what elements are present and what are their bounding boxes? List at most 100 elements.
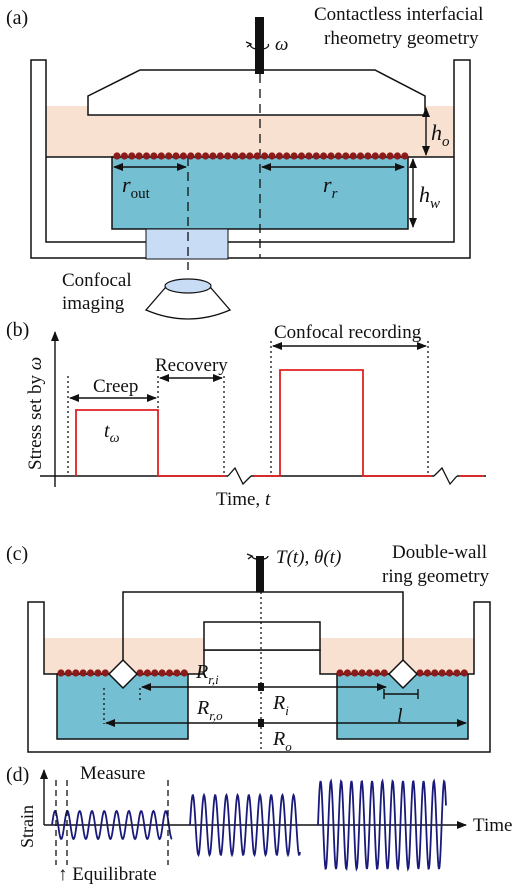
interface-particle: [57, 669, 65, 677]
panel-b-xlabel: Time, t: [216, 489, 271, 510]
R-o-label: Ro: [272, 728, 292, 754]
interface-particle: [297, 152, 306, 160]
rotation-arrow-icon: [249, 43, 270, 50]
interface-particle: [216, 152, 224, 160]
l-label: l: [397, 705, 403, 727]
interface-particle: [460, 669, 468, 677]
interface-particle: [327, 152, 335, 160]
r-out-label: rout: [122, 172, 151, 202]
interface-particle: [79, 669, 87, 677]
interface-particle: [356, 152, 365, 160]
interface-particle: [336, 669, 344, 677]
interface-particle: [275, 152, 283, 160]
interface-particle: [334, 152, 342, 160]
interface-particle: [179, 152, 187, 160]
panel-d: (d) Strain Time Measure ↑ Equilibrate: [6, 763, 512, 885]
interface-particle: [305, 152, 313, 160]
interface-particle: [165, 669, 174, 677]
interface-particle: [172, 152, 180, 160]
interface-particle: [64, 669, 72, 677]
interface-particle: [393, 152, 401, 160]
interface-particle: [165, 152, 173, 160]
contactless-geometry: [87, 69, 426, 116]
panel-a-title-line2: rheometry geometry: [324, 28, 479, 49]
torque-label: T(t), θ(t): [276, 547, 341, 568]
interface-particle: [142, 152, 151, 160]
interface-particle: [151, 669, 159, 677]
measure-label: Measure: [80, 763, 145, 784]
interface-particle: [268, 152, 276, 160]
r-r-label: rr: [323, 172, 338, 202]
interface-particle: [342, 152, 350, 160]
interface-particle: [94, 669, 102, 677]
R-ro-label: Rr,o: [196, 697, 223, 723]
rheometer-shaft: [255, 17, 264, 74]
torque-arrowhead-icon: [246, 553, 254, 560]
axis-break-1-icon: [227, 466, 252, 486]
panel-c-title-line1: Double-wall: [392, 542, 487, 563]
confocal-label-line2: imaging: [62, 293, 125, 314]
interface-particle: [438, 669, 446, 677]
water-well-right: [336, 673, 469, 740]
interface-particle: [401, 152, 409, 160]
panel-b-ylabel: Stress set by ω: [25, 357, 46, 470]
objective-lens: [144, 287, 232, 320]
interface-particle: [128, 152, 136, 160]
double-wall-cup: [27, 601, 491, 753]
interface-particle: [143, 669, 151, 677]
ring-right-diamond: [387, 658, 419, 690]
interface-particle: [379, 152, 387, 160]
ring-particles: [57, 669, 468, 677]
interface-particle: [180, 669, 188, 677]
interface-particle: [358, 669, 366, 677]
panel-c-label: (c): [6, 543, 28, 565]
interface-particle: [253, 152, 261, 160]
ring-shaft: [256, 556, 264, 592]
interface-particles: [113, 152, 409, 160]
interface-particle: [373, 669, 381, 677]
interface-particle: [86, 669, 95, 677]
R-ri-label: Rr,i: [195, 661, 219, 687]
interface-particle: [136, 669, 144, 677]
R-ri-center-tick: [258, 683, 264, 691]
interface-particle: [194, 152, 202, 160]
torque-rotation-icon: [251, 555, 269, 561]
interface-particle: [157, 152, 165, 160]
R-i-label: Ri: [272, 692, 289, 718]
h-w-label: hw: [419, 182, 440, 212]
interface-particle: [209, 152, 217, 160]
imaging-window: [145, 228, 229, 260]
interface-particle: [120, 152, 128, 160]
interface-particle: [386, 152, 394, 160]
interface-particle: [431, 669, 439, 677]
interface-particle: [351, 669, 359, 677]
t-omega-label: tω: [104, 420, 120, 446]
panel-c: (c) Double-wall ring geometry T(t), θ(t): [6, 542, 491, 754]
interface-particle: [150, 152, 158, 160]
interface-particle: [364, 152, 372, 160]
R-ro-center-tick: [258, 719, 264, 727]
confocal-label-line1: Confocal: [62, 270, 132, 291]
strain-wave-medium: [189, 792, 301, 858]
interface-particle: [380, 669, 388, 677]
stress-pulse-1: [75, 409, 226, 477]
panel-d-xlabel: Time: [473, 815, 512, 836]
equilibrate-label: ↑ Equilibrate: [58, 864, 157, 885]
interface-particle: [349, 152, 357, 160]
panel-a-title-line1: Contactless interfacial: [314, 4, 483, 25]
strain-wave-large: [317, 778, 447, 872]
panel-b-label: (b): [6, 319, 29, 341]
confocal-recording-label: Confocal recording: [274, 322, 422, 343]
panel-d-label: (d): [6, 764, 29, 786]
interface-particle: [312, 152, 320, 160]
omega-label: ω: [275, 34, 288, 55]
ring-frame: [122, 591, 404, 662]
center-island: [203, 621, 321, 651]
recovery-label: Recovery: [155, 355, 228, 376]
panel-b: (b) Stress set by ω Time, t Creep Recove…: [6, 319, 486, 510]
interface-particle: [101, 669, 109, 677]
interface-particle: [135, 152, 143, 160]
interface-particle: [416, 669, 424, 677]
